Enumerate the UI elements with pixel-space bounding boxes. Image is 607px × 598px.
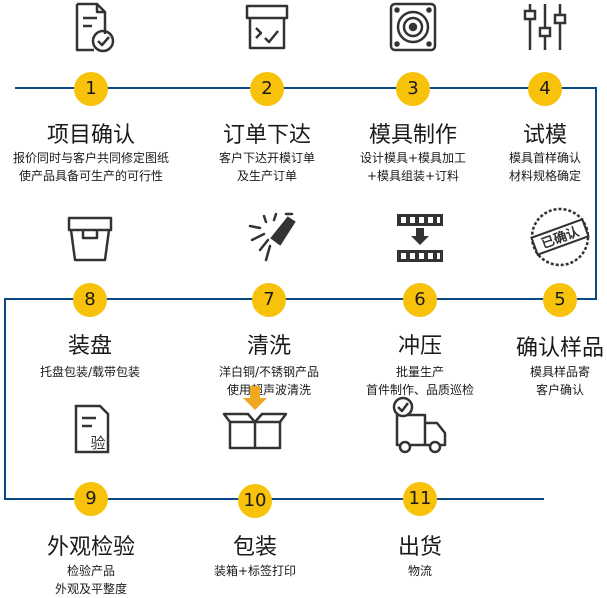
step-desc: 检验产品 xyxy=(66,564,115,578)
flow-line-left xyxy=(4,298,6,500)
document-check-icon xyxy=(64,0,118,54)
flow-line-row2 xyxy=(4,298,597,300)
step-desc: 物流 xyxy=(407,564,432,578)
stamp-icon: 已确认 xyxy=(529,206,591,268)
step-number: 7 xyxy=(252,283,286,317)
flow-line-row1 xyxy=(15,87,597,89)
step-title: 包装 xyxy=(232,535,277,560)
step-number: 11 xyxy=(403,482,437,516)
step-number: 1 xyxy=(74,72,108,106)
step-title: 清洗 xyxy=(246,334,291,359)
step-desc: 使产品具备可生产的可行性 xyxy=(18,169,163,183)
step-desc: 批量生产 xyxy=(395,365,444,379)
step-desc: 使用超声波清洗 xyxy=(226,383,311,397)
step-number: 10 xyxy=(238,484,272,518)
step-number: 3 xyxy=(396,72,430,106)
flow-line-row3 xyxy=(4,498,544,500)
step-desc: 设计模具+模具加工 xyxy=(359,151,467,165)
sliders-icon xyxy=(518,0,572,54)
step-title: 外观检验 xyxy=(46,535,135,560)
step-desc: +模具组装+订料 xyxy=(366,169,460,183)
step-desc: 模具首样确认 xyxy=(508,151,581,165)
tray-icon xyxy=(63,210,117,264)
step-title: 模具制作 xyxy=(368,123,457,148)
step-desc: 客户确认 xyxy=(535,383,584,397)
package-icon xyxy=(220,382,290,452)
step-desc: 外观及平整度 xyxy=(54,582,127,596)
step-number: 5 xyxy=(543,283,577,317)
step-desc: 托盘包装/载带包装 xyxy=(39,365,141,379)
spray-icon xyxy=(242,210,296,264)
step-number: 4 xyxy=(528,72,562,106)
step-title: 试模 xyxy=(522,123,567,148)
step-title: 确认样品 xyxy=(515,336,604,361)
step-desc: 报价同时与客户共同修定图纸 xyxy=(12,151,169,165)
step-desc: 材料规格确定 xyxy=(508,169,581,183)
delivery-truck-icon xyxy=(389,395,451,457)
step-desc: 及生产订单 xyxy=(236,169,297,183)
step-title: 出货 xyxy=(397,535,442,560)
inspection-mark: 验 xyxy=(90,434,105,452)
flow-line-right xyxy=(595,87,597,300)
step-desc: 客户下达开模订单 xyxy=(218,151,315,165)
step-number: 2 xyxy=(250,72,284,106)
step-number: 9 xyxy=(74,482,108,516)
step-desc: 洋白铜/不锈钢产品 xyxy=(218,365,320,379)
speaker-mold-icon xyxy=(386,0,440,54)
box-check-icon xyxy=(240,0,294,54)
step-desc: 首件制作、品质巡检 xyxy=(365,383,474,397)
step-desc: 模具样品寄 xyxy=(529,365,590,379)
step-number: 6 xyxy=(403,283,437,317)
step-number: 8 xyxy=(73,283,107,317)
step-title: 冲压 xyxy=(397,334,442,359)
step-title: 项目确认 xyxy=(46,123,135,148)
step-title: 装盘 xyxy=(67,334,112,359)
step-desc: 装箱+标签打印 xyxy=(213,564,297,578)
press-icon xyxy=(393,210,447,264)
step-title: 订单下达 xyxy=(222,123,311,148)
inspection-doc-icon: 验 xyxy=(64,402,118,456)
